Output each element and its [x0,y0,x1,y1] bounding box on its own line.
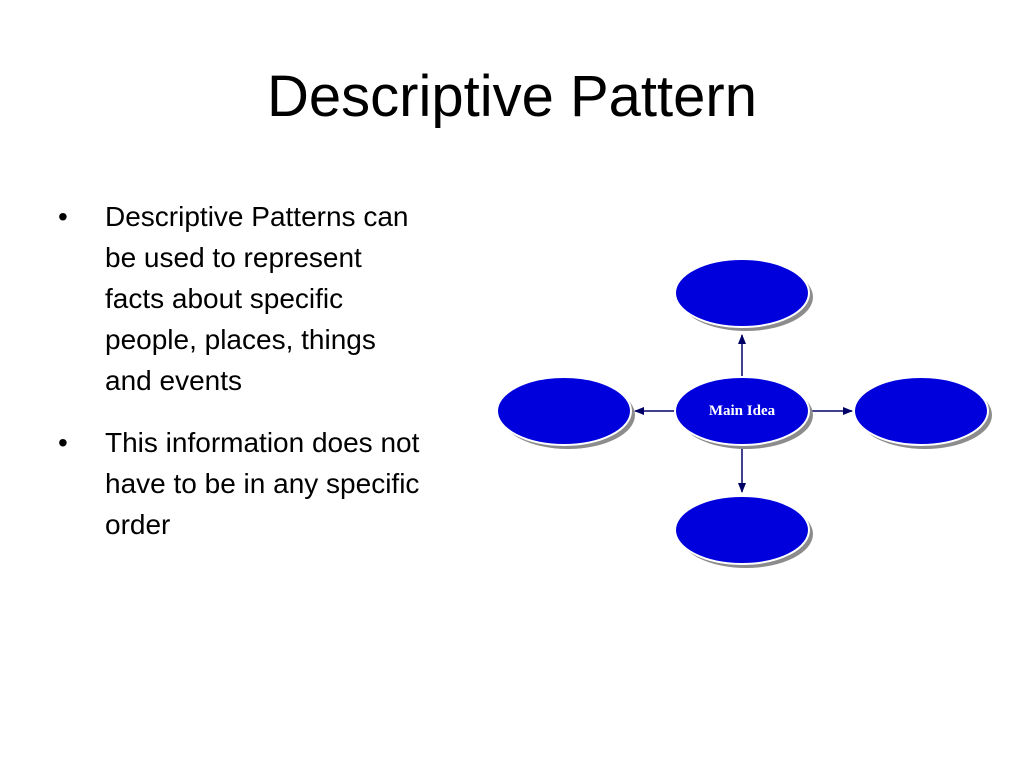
outer-node-right [853,376,992,449]
bullet-text: Descriptive Patterns can be used to repr… [105,201,409,396]
center-node: Main Idea [674,376,813,449]
bullet-marker: • [58,427,68,458]
bullet-list: • Descriptive Patterns can be used to re… [48,196,428,566]
bullet-item: • This information does not have to be i… [48,422,428,545]
outer-node-left [496,376,635,449]
outer-node-top [674,258,813,331]
concept-map-diagram: Main Idea [496,258,992,568]
bullet-text: This information does not have to be in … [105,427,420,540]
bullet-item: • Descriptive Patterns can be used to re… [48,196,428,401]
center-node-label: Main Idea [709,403,776,419]
outer-node-bottom [674,495,813,568]
bullet-marker: • [58,201,68,232]
slide-title: Descriptive Pattern [267,64,757,129]
